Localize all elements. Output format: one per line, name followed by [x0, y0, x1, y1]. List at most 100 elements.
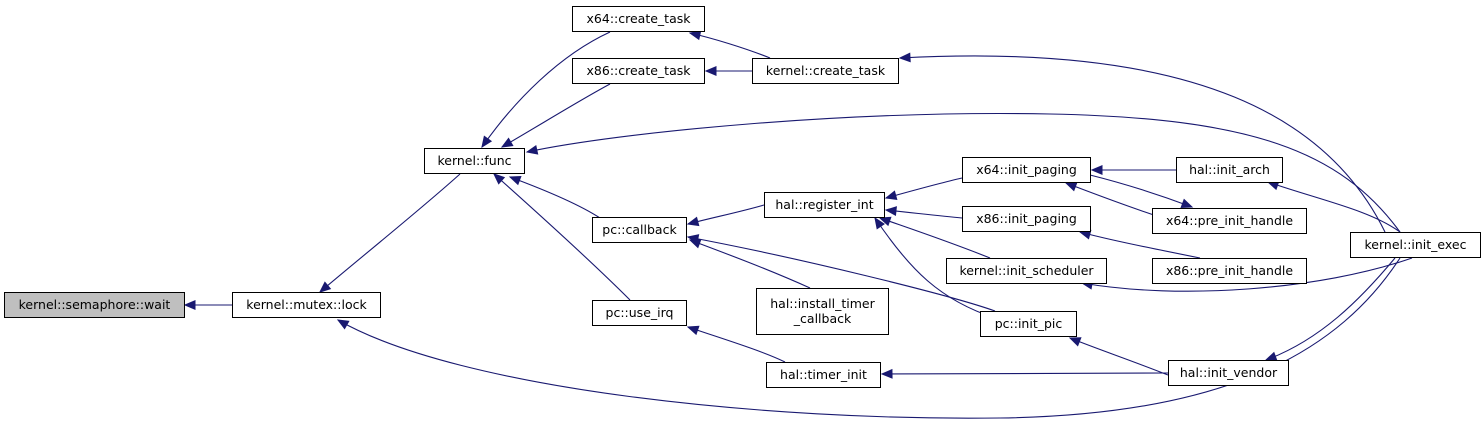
node-hal-init-vendor[interactable]: hal::init_vendor	[1168, 360, 1289, 386]
edge-kernel-init-exec-to-mutex-lock	[336, 257, 1401, 419]
node-box	[764, 192, 885, 218]
edge-hal-init-arch-to-x64-init-paging	[1090, 165, 1176, 175]
edge-arrowhead	[493, 173, 506, 185]
node-box	[572, 6, 705, 32]
edge-line	[337, 257, 1401, 419]
node-semaphore-wait[interactable]: kernel::semaphore::wait	[4, 292, 185, 318]
edge-line	[885, 209, 963, 219]
node-box	[572, 58, 705, 84]
node-label: x86::create_task	[587, 63, 692, 78]
edge-line	[1089, 174, 1193, 208]
node-pc-callback[interactable]: pc::callback	[592, 217, 687, 243]
edge-arrowhead	[884, 206, 897, 217]
edge-line	[1265, 257, 1396, 361]
edge-hal-init-vendor-to-pc-init-pic	[1068, 337, 1169, 376]
node-box	[962, 157, 1091, 183]
edge-arrowhead	[525, 144, 539, 155]
edge-line	[881, 372, 1169, 375]
node-x64-pre-init-handle[interactable]: x64::pre_init_handle	[1152, 208, 1307, 234]
edge-arrowhead	[481, 135, 493, 149]
edge-arrowhead	[336, 319, 350, 330]
node-label: kernel::init_exec	[1365, 237, 1467, 252]
node-label: _callback	[793, 311, 852, 326]
edge-arrowhead	[878, 216, 892, 227]
node-pc-init-pic[interactable]: pc::init_pic	[980, 311, 1077, 337]
edge-line	[874, 217, 996, 319]
node-label: hal::init_vendor	[1180, 365, 1278, 380]
edge-arrowhead	[1068, 337, 1082, 347]
node-box	[980, 311, 1077, 337]
node-x64-create-task[interactable]: x64::create_task	[572, 6, 705, 32]
edge-x86-create-task-to-func	[500, 83, 611, 148]
node-hal-install-timer-callback[interactable]: hal::install_timer_callback	[756, 288, 889, 335]
edge-line	[899, 55, 1386, 233]
node-box	[752, 58, 899, 84]
edge-line	[481, 31, 611, 148]
node-func[interactable]: kernel::func	[424, 148, 525, 174]
node-x64-init-paging[interactable]: x64::init_paging	[962, 157, 1091, 183]
edge-mutex-lock-to-semaphore-wait	[183, 300, 232, 310]
node-label: hal::register_int	[775, 197, 873, 212]
node-x86-init-paging[interactable]: x86::init_paging	[962, 206, 1091, 232]
edge-arrowhead	[880, 368, 893, 379]
node-box	[962, 206, 1091, 232]
node-kernel-init-scheduler[interactable]: kernel::init_scheduler	[946, 258, 1107, 284]
node-pc-use-irq[interactable]: pc::use_irq	[592, 300, 687, 326]
node-x86-pre-init-handle[interactable]: x86::pre_init_handle	[1152, 258, 1307, 284]
node-kernel-init-exec[interactable]: kernel::init_exec	[1350, 232, 1481, 258]
edge-arrowhead	[704, 66, 717, 76]
edge-arrowhead	[500, 137, 514, 148]
edge-arrowhead	[1180, 198, 1194, 208]
node-label: hal::init_arch	[1189, 162, 1270, 177]
edge-hal-init-vendor-to-hal-timer-init	[880, 368, 1169, 379]
node-box	[756, 288, 889, 335]
edge-line	[526, 112, 1401, 233]
edge-line	[687, 204, 765, 225]
node-x86-create-task[interactable]: x86::create_task	[572, 58, 705, 84]
node-mutex-lock[interactable]: kernel::mutex::lock	[232, 292, 381, 318]
edge-arrowhead	[1090, 165, 1103, 175]
edge-arrowhead	[688, 30, 702, 41]
edge-kernel-init-exec-to-kernel-create-task	[898, 52, 1386, 233]
node-box	[424, 148, 525, 174]
edge-arrowhead	[686, 234, 700, 244]
edge-kernel-create-task-to-x64-create-task	[688, 30, 771, 59]
edge-line	[1081, 257, 1413, 292]
node-label: x86::pre_init_handle	[1166, 263, 1293, 278]
node-label: kernel::init_scheduler	[959, 263, 1094, 278]
edge-arrowhead	[898, 52, 911, 63]
node-box	[1152, 208, 1307, 234]
node-label: pc::use_irq	[606, 305, 674, 320]
node-hal-init-arch[interactable]: hal::init_arch	[1176, 157, 1283, 183]
edge-arrowhead	[884, 190, 898, 200]
edge-line	[885, 177, 963, 199]
edge-arrowhead	[1064, 182, 1078, 192]
node-hal-timer-init[interactable]: hal::timer_init	[766, 362, 881, 388]
node-box	[592, 300, 687, 326]
node-box	[232, 292, 381, 318]
edge-pc-callback-to-func	[508, 176, 601, 219]
node-box	[1350, 232, 1481, 258]
edge-pc-init-pic-to-pc-callback	[686, 234, 996, 312]
edge-x64-create-task-to-func	[481, 31, 611, 149]
node-hal-register-int[interactable]: hal::register_int	[764, 192, 885, 218]
node-label: pc::init_pic	[995, 316, 1063, 331]
node-label: kernel::mutex::lock	[246, 297, 367, 312]
edge-arrowhead	[1264, 351, 1278, 361]
edge-line	[319, 173, 461, 293]
node-box	[4, 292, 185, 318]
edge-kernel-create-task-to-x86-create-task	[704, 66, 752, 76]
node-label: kernel::func	[437, 153, 511, 168]
edge-line	[687, 326, 786, 363]
edge-line	[1267, 181, 1401, 233]
node-box	[946, 258, 1107, 284]
edge-x64-init-paging-to-x64-pre-init-handle	[1089, 174, 1194, 208]
edges-layer	[183, 30, 1413, 419]
node-label: x86::init_paging	[976, 211, 1077, 226]
node-label: hal::timer_init	[780, 367, 867, 382]
edge-kernel-init-exec-to-func	[525, 112, 1401, 233]
edge-hal-register-int-to-pc-callback	[686, 204, 765, 227]
node-kernel-create-task[interactable]: kernel::create_task	[752, 58, 899, 84]
nodes-layer: kernel::semaphore::wait kernel::mutex::lo…	[4, 6, 1481, 388]
